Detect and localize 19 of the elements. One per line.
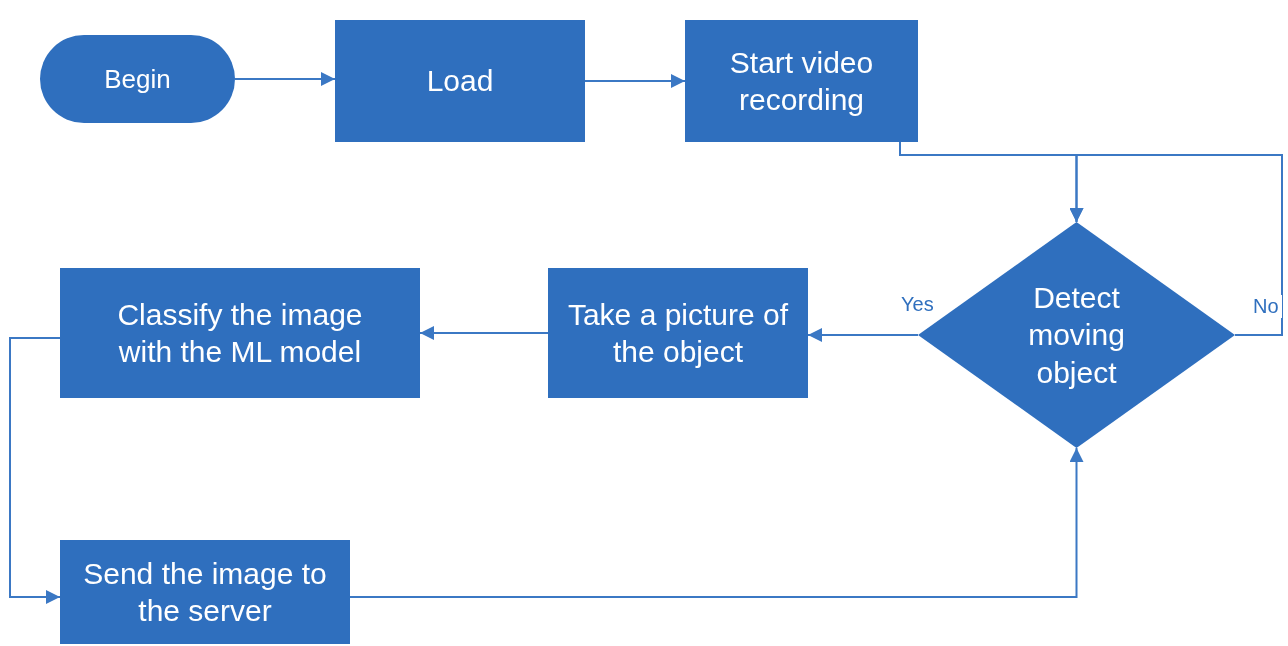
node-label: Load: [426, 63, 494, 100]
process-box: [60, 268, 420, 398]
arrow: [234, 72, 336, 86]
process-box: [335, 20, 585, 142]
arrow: [807, 328, 919, 342]
node-label: Take a picture of the object: [566, 296, 790, 370]
arrow: [349, 447, 1084, 598]
node-label: Classify the image with the ML model: [116, 296, 364, 370]
node-label: Begin: [104, 62, 171, 96]
arrow: [584, 74, 686, 88]
arrow: [9, 337, 61, 604]
node-label: Detect moving object: [1027, 279, 1126, 391]
process-box: [548, 268, 808, 398]
arrow: [1069, 154, 1283, 336]
node-label: Send the image to the server: [82, 555, 328, 629]
process-box: [685, 20, 918, 142]
arrow: [419, 326, 549, 340]
process-box: [60, 540, 350, 644]
node-label: Start video recording: [728, 44, 875, 118]
